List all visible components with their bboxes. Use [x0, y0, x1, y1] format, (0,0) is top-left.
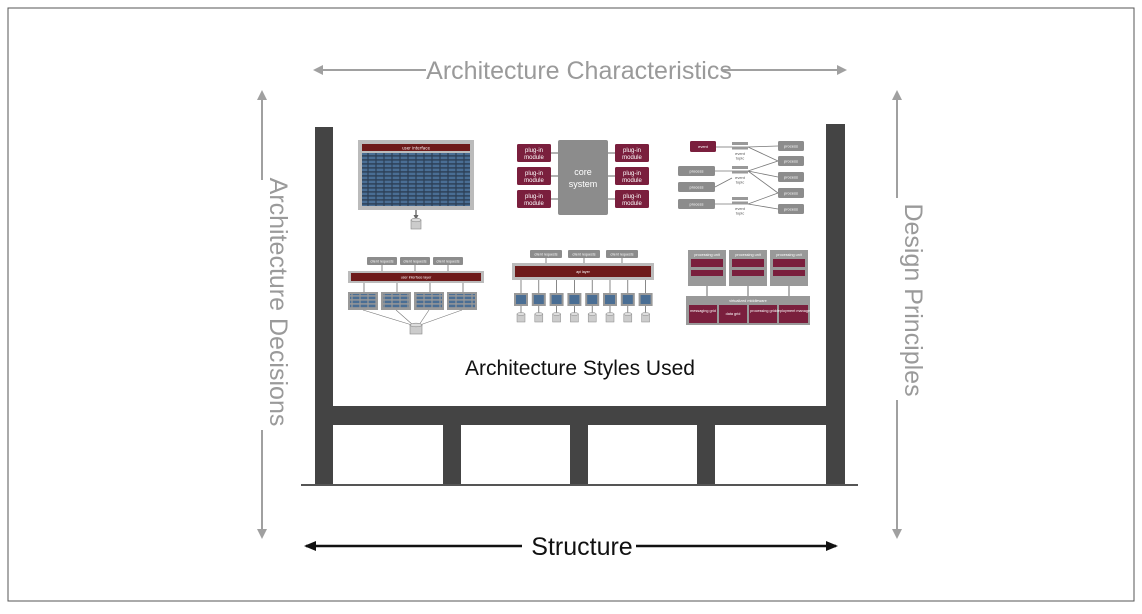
- plugin-module-box: [517, 167, 551, 185]
- database-icon-top: [516, 312, 526, 316]
- database-icon-top: [587, 312, 597, 316]
- svg-text:processing unit: processing unit: [776, 253, 802, 257]
- event-topic-1: event topic: [732, 142, 748, 161]
- label-architecture-characteristics: Architecture Characteristics: [426, 57, 732, 85]
- database-icon-top: [605, 312, 615, 316]
- microservice-component: [622, 295, 633, 304]
- module-label: module: [622, 155, 642, 161]
- database-icon-top: [623, 312, 633, 316]
- microservice-component: [516, 295, 526, 304]
- svg-text:processing grid: processing grid: [750, 309, 776, 313]
- plugin-module-box: [517, 190, 551, 208]
- svg-text:client requests: client requests: [572, 253, 595, 257]
- core-label: core: [574, 167, 592, 177]
- svg-text:messaging grid: messaging grid: [690, 309, 716, 313]
- outer-border: [7, 7, 1135, 602]
- style-service-based-thumbnail: client requests client requests client r…: [348, 257, 484, 335]
- microservice-component: [640, 295, 651, 304]
- microservice-component: [605, 295, 615, 304]
- style-layered-thumbnail: user interface: [358, 140, 474, 230]
- plugin-label: plug-in: [525, 148, 543, 154]
- plugin-label: plug-in: [525, 194, 543, 200]
- svg-text:topic: topic: [736, 156, 744, 161]
- style-event-driven-thumbnail: event event topic event topic event topi…: [678, 141, 804, 216]
- svg-text:client requests: client requests: [403, 260, 426, 264]
- svg-text:process: process: [689, 202, 703, 207]
- layered-database-icon: [410, 217, 422, 230]
- svg-text:processing unit: processing unit: [694, 253, 720, 257]
- module-label: module: [524, 201, 544, 207]
- style-microkernel-thumbnail: core system plug-in module plug-in modul…: [517, 140, 649, 215]
- plugin-label: plug-in: [623, 194, 641, 200]
- microservice-component: [587, 295, 598, 304]
- database-icon-top: [534, 312, 544, 316]
- module-label: module: [524, 155, 544, 161]
- database-icon-top: [552, 312, 561, 316]
- svg-text:client requests: client requests: [534, 253, 557, 257]
- svg-text:process: process: [784, 191, 798, 196]
- microservice-component: [569, 295, 580, 304]
- label-architecture-decisions: Architecture Decisions: [264, 178, 292, 427]
- svg-text:client requests: client requests: [436, 260, 459, 264]
- svg-text:process: process: [689, 169, 703, 174]
- svg-text:data grid: data grid: [726, 312, 741, 316]
- svg-text:process: process: [784, 175, 798, 180]
- svg-text:topic: topic: [736, 180, 744, 185]
- svg-text:process: process: [784, 207, 798, 212]
- svg-text:process: process: [689, 185, 703, 190]
- svg-text:client requests: client requests: [370, 260, 393, 264]
- svg-text:virtualized middleware: virtualized middleware: [729, 299, 767, 303]
- svg-text:api layer: api layer: [576, 270, 590, 274]
- microservice-component: [551, 295, 562, 304]
- svg-text:topic: topic: [736, 211, 744, 216]
- svg-text:process: process: [784, 144, 798, 149]
- event-topic-3: event topic: [732, 197, 748, 216]
- system-label: system: [569, 179, 598, 189]
- style-space-based-thumbnail: processing unit processing unit processi…: [686, 250, 812, 325]
- database-icon-top: [570, 312, 579, 316]
- plugin-module-box: [517, 144, 551, 162]
- plugin-label: plug-in: [623, 171, 641, 177]
- core-system-box: [558, 140, 608, 215]
- event-topic-2: event topic: [732, 166, 748, 185]
- plugin-label: plug-in: [623, 148, 641, 154]
- label-design-principles: Design Principles: [899, 203, 927, 396]
- module-label: module: [622, 178, 642, 184]
- svg-text:event: event: [735, 206, 746, 211]
- svg-text:event: event: [735, 175, 746, 180]
- database-icon-top: [641, 312, 650, 316]
- label-structure: Structure: [531, 533, 632, 561]
- svg-text:deployment manager: deployment manager: [776, 309, 812, 313]
- layered-top-label: user interface: [402, 146, 430, 151]
- microservice-component: [533, 295, 544, 304]
- plugin-label: plug-in: [525, 171, 543, 177]
- label-architecture-styles-used: Architecture Styles Used: [465, 357, 695, 380]
- event-label: event: [698, 144, 709, 149]
- svg-text:event: event: [735, 151, 746, 156]
- svg-text:processing unit: processing unit: [735, 253, 761, 257]
- plugin-module-box: [615, 167, 649, 185]
- svg-text:process: process: [784, 159, 798, 164]
- module-label: module: [622, 201, 642, 207]
- plugin-module-box: [615, 190, 649, 208]
- svg-text:client requests: client requests: [610, 253, 633, 257]
- module-label: module: [524, 178, 544, 184]
- plugin-module-box: [615, 144, 649, 162]
- style-microservices-thumbnail: client requests client requests client r…: [512, 250, 654, 323]
- svg-text:user interface layer: user interface layer: [401, 276, 432, 280]
- building-frame: [315, 124, 845, 484]
